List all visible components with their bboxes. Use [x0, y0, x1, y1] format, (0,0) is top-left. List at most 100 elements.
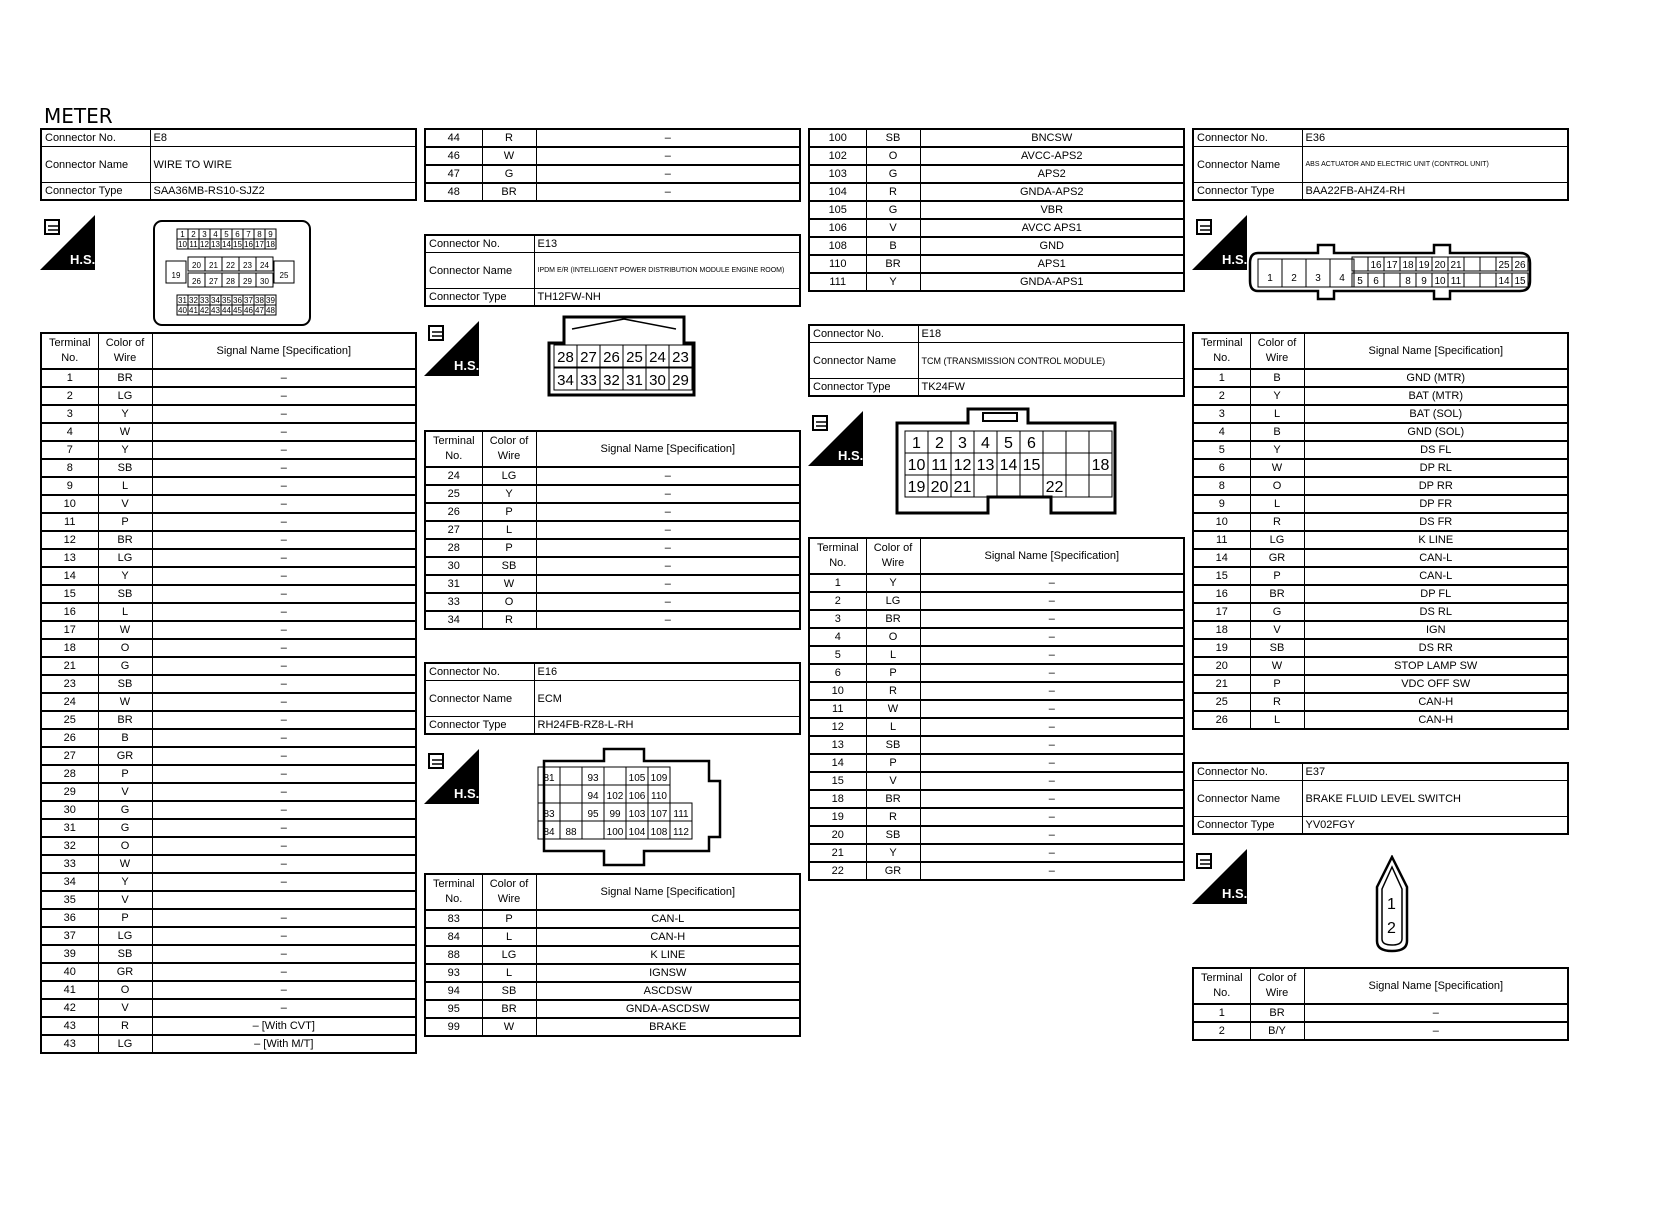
e18-terminal-number: 6 — [1027, 435, 1036, 452]
color-header: Color of Wire — [1249, 967, 1305, 1005]
signal-cell: – — [535, 164, 801, 184]
e8-terminal-number: 48 — [266, 306, 275, 315]
signal-cell: – — [151, 440, 417, 460]
hs-icon: H.S. — [808, 411, 863, 466]
signal-cell: APS1 — [919, 254, 1185, 274]
signal-cell: – — [919, 771, 1185, 791]
e8-terminal-number: 17 — [255, 240, 264, 249]
color-cell: R — [481, 128, 537, 148]
e18-terminal-cell — [1088, 474, 1113, 498]
connector-name-label: Connector Name — [424, 680, 535, 717]
signal-cell: – — [151, 584, 417, 604]
e36-terminal-cell — [1463, 272, 1481, 288]
terminal-cell: 34 — [424, 610, 483, 630]
e16-terminal-number: 95 — [587, 809, 599, 820]
signal-cell: – — [919, 825, 1185, 845]
terminal-cell: 13 — [808, 735, 867, 755]
color-cell: Y — [97, 440, 153, 460]
signal-cell: – — [151, 476, 417, 496]
color-cell: W — [1249, 656, 1305, 676]
terminal-cell: 111 — [808, 272, 867, 292]
color-cell: L — [97, 602, 153, 622]
color-cell: L — [481, 963, 537, 983]
terminal-cell: 2 — [1192, 1021, 1251, 1041]
connector-type-value: RH24FB-RZ8-L-RH — [533, 716, 801, 735]
e18-terminal-number: 1 — [912, 435, 921, 452]
color-cell: P — [97, 908, 153, 928]
terminal-cell: 10 — [40, 494, 99, 514]
terminal-cell: 43 — [40, 1034, 99, 1054]
e36-terminal-number: 14 — [1498, 276, 1510, 287]
signal-cell: – — [919, 699, 1185, 719]
terminal-cell: 11 — [40, 512, 99, 532]
e13-terminal-number: 32 — [603, 372, 620, 389]
signal-cell: IGNSW — [535, 963, 801, 983]
connector-no-label: Connector No. — [424, 662, 535, 681]
color-cell: L — [1249, 404, 1305, 424]
color-cell: O — [97, 638, 153, 658]
e36-terminal-number: 3 — [1315, 273, 1321, 284]
signal-cell: – — [151, 728, 417, 748]
color-cell: B — [865, 236, 921, 256]
signal-cell: – — [535, 538, 801, 558]
color-cell: P — [97, 512, 153, 532]
terminal-cell: 2 — [1192, 386, 1251, 406]
e8-terminal-number: 7 — [246, 230, 251, 239]
signal-cell: DS FL — [1303, 440, 1569, 460]
color-cell: W — [481, 574, 537, 594]
e8-terminal-number: 12 — [200, 240, 209, 249]
connector-name-label: Connector Name — [1192, 780, 1303, 817]
color-cell: P — [1249, 674, 1305, 694]
e8-terminal-number: 37 — [244, 296, 253, 305]
signal-cell: APS2 — [919, 164, 1185, 184]
color-header: Color of Wire — [865, 537, 921, 575]
terminal-header: Terminal No. — [1192, 332, 1251, 370]
signal-cell: – [With M/T] — [151, 1034, 417, 1054]
e8-terminal-number: 23 — [243, 261, 252, 270]
color-cell: R — [865, 681, 921, 701]
connector-type-value: TH12FW-NH — [533, 288, 801, 307]
signal-cell: – — [151, 494, 417, 514]
signal-cell: – — [535, 610, 801, 630]
e8-terminal-number: 36 — [233, 296, 242, 305]
terminal-cell: 35 — [40, 890, 99, 910]
color-cell: SB — [97, 458, 153, 478]
signal-cell: – — [151, 512, 417, 532]
e18-terminal-number: 19 — [908, 479, 926, 496]
color-cell: W — [97, 422, 153, 442]
color-cell: G — [97, 818, 153, 838]
terminal-cell: 20 — [1192, 656, 1251, 676]
terminal-cell: 47 — [424, 164, 483, 184]
terminal-cell: 21 — [1192, 674, 1251, 694]
e16-terminal-number: 112 — [673, 827, 689, 838]
e8-terminal-number: 6 — [235, 230, 240, 239]
terminal-cell: 5 — [1192, 440, 1251, 460]
e16-terminal-number: 94 — [587, 791, 599, 802]
